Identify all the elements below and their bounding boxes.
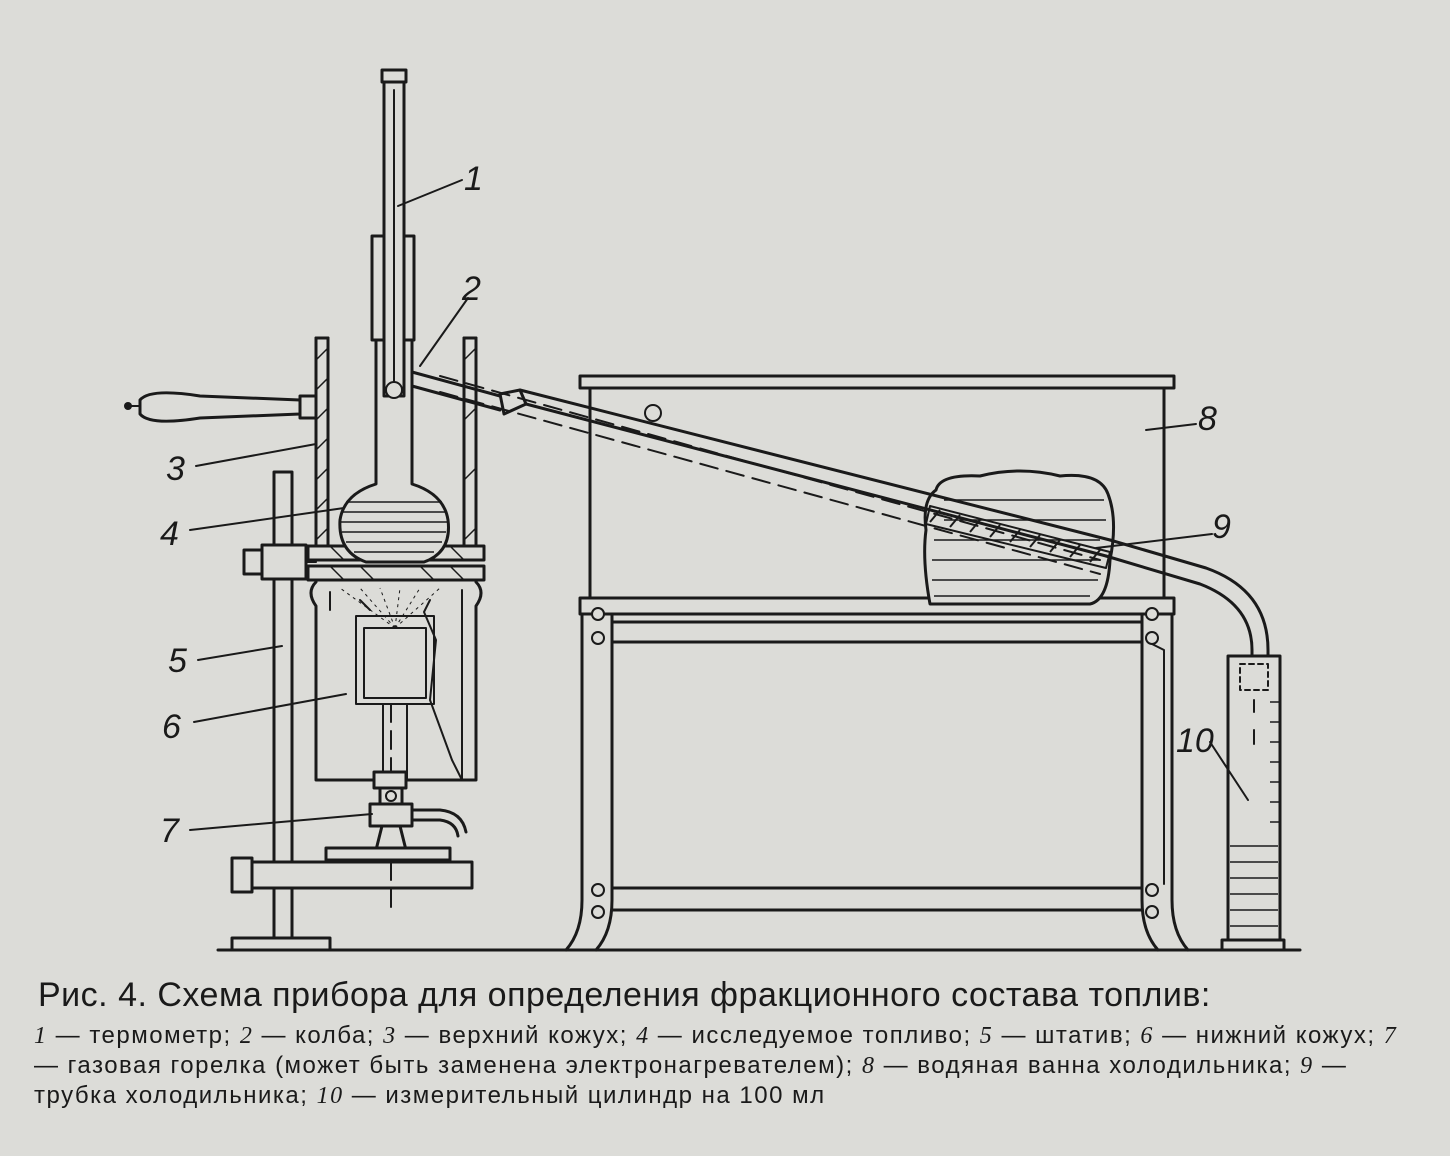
label-3: 3: [166, 450, 185, 488]
label-2: 2: [461, 270, 481, 308]
label-9: 9: [1212, 508, 1231, 546]
label-1: 1: [464, 160, 483, 198]
legend-item: 7 — газовая горелка (может быть заменена…: [34, 1023, 1398, 1079]
legend-item: 10 — измерительный цилиндр на 100 мл: [316, 1082, 826, 1109]
label-5: 5: [168, 642, 187, 680]
legend-item: 3 — верхний кожух;: [383, 1022, 637, 1049]
lower-casing: [309, 580, 483, 782]
legend-item: 1 — термометр;: [34, 1022, 240, 1049]
legend-item: 6 — нижний кожух;: [1140, 1022, 1384, 1049]
leader-lines: [189, 179, 1249, 831]
apparatus-diagram: 1 2 3 4 5 6 7 8 9 10: [124, 68, 1302, 952]
thermometer: [380, 68, 408, 399]
label-6: 6: [162, 708, 181, 746]
burner: [324, 703, 468, 916]
water-bath: [564, 374, 1190, 952]
label-8: 8: [1198, 400, 1217, 438]
legend-item: 2 — колба;: [239, 1022, 384, 1049]
measuring-cylinder: [1220, 654, 1286, 952]
legend-item: 5 — штатив;: [979, 1022, 1141, 1049]
legend-item: 9 — трубка холодильника;: [34, 1052, 1348, 1109]
label-10: 10: [1176, 722, 1214, 760]
condenser-tube: [439, 375, 1270, 674]
label-7: 7: [160, 812, 180, 850]
legend-item: 8 — водяная ванна холодильника;: [861, 1052, 1301, 1079]
legend-item: 4 — исследуемое топливо;: [636, 1022, 980, 1049]
caption-legend: 1 — термометр; 2 — колба; 3 — верхний ко…: [34, 1021, 1424, 1111]
figure-caption: Рис. 4. Схема прибора для определения фр…: [34, 976, 1424, 1111]
label-4: 4: [160, 515, 179, 553]
caption-title: Рис. 4. Схема прибора для определения фр…: [38, 976, 1211, 1014]
